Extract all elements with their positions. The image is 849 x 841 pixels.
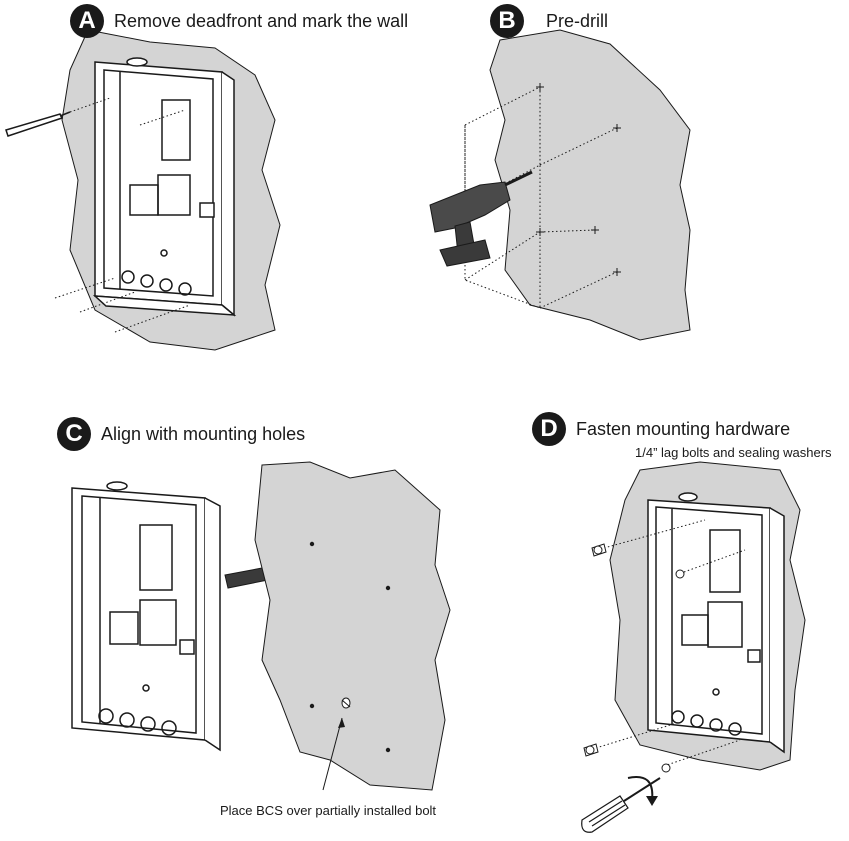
lag-bolts xyxy=(583,543,685,773)
drill-marks xyxy=(536,83,621,276)
wall-b xyxy=(489,29,691,341)
hardware-note: 1/4” lag bolts and sealing washers xyxy=(635,445,832,460)
load-center-enclosure-d xyxy=(647,492,785,754)
mounting-holes xyxy=(309,541,391,753)
step-a-header: A Remove deadfront and mark the wall xyxy=(70,4,408,38)
step-c-badge: C xyxy=(57,417,91,451)
power-drill xyxy=(429,170,533,267)
callout-arrow xyxy=(322,717,343,791)
step-d-title: Fasten mounting hardware xyxy=(576,418,791,439)
step-b-badge: B xyxy=(490,4,524,38)
load-center-enclosure-a xyxy=(92,57,237,317)
step-c-header: C Align with mounting holes xyxy=(57,417,305,451)
rotation-arrow xyxy=(627,776,654,801)
panel-c-illustration xyxy=(71,461,451,791)
step-a-title: Remove deadfront and mark the wall xyxy=(114,10,409,31)
step-b-title: Pre-drill xyxy=(546,10,609,31)
wall-c xyxy=(254,461,451,791)
screwdriver xyxy=(581,777,661,833)
step-a-badge: A xyxy=(70,4,104,38)
load-center-enclosure-c xyxy=(71,481,221,752)
rotation-arrowhead xyxy=(646,796,658,806)
callout-arrowhead xyxy=(338,718,345,728)
step-b-header: B Pre-drill xyxy=(490,4,608,38)
panel-b-illustration xyxy=(429,29,691,341)
mark-guide-lines xyxy=(54,97,191,333)
bcs-note: Place BCS over partially installed bolt xyxy=(220,803,437,818)
step-d-header: D Fasten mounting hardware xyxy=(532,412,790,446)
marking-nail xyxy=(5,111,71,137)
bolt-guide-lines xyxy=(595,519,746,767)
step-c-title: Align with mounting holes xyxy=(101,423,306,444)
partial-bolt xyxy=(341,697,351,709)
panel-d-illustration xyxy=(581,461,806,833)
step-d-badge: D xyxy=(532,412,566,446)
panel-a-illustration xyxy=(5,29,281,351)
